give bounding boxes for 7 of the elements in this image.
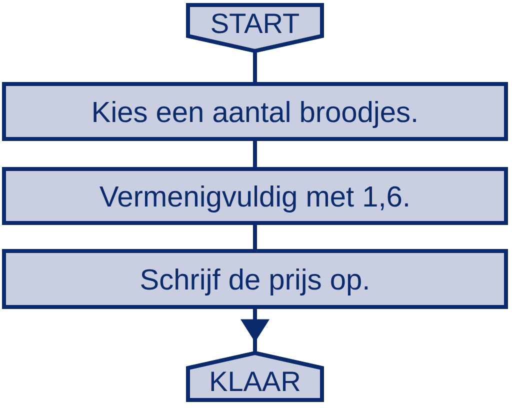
process-box: Schrijf de prijs op.	[2, 249, 508, 309]
connector-line	[253, 225, 257, 249]
connector-line	[253, 141, 257, 167]
connector-line	[253, 51, 257, 82]
start-terminal: START	[186, 3, 324, 54]
process-box: Vermenigvuldig met 1,6.	[2, 167, 508, 225]
process-box: Kies een aantal broodjes.	[2, 82, 508, 141]
